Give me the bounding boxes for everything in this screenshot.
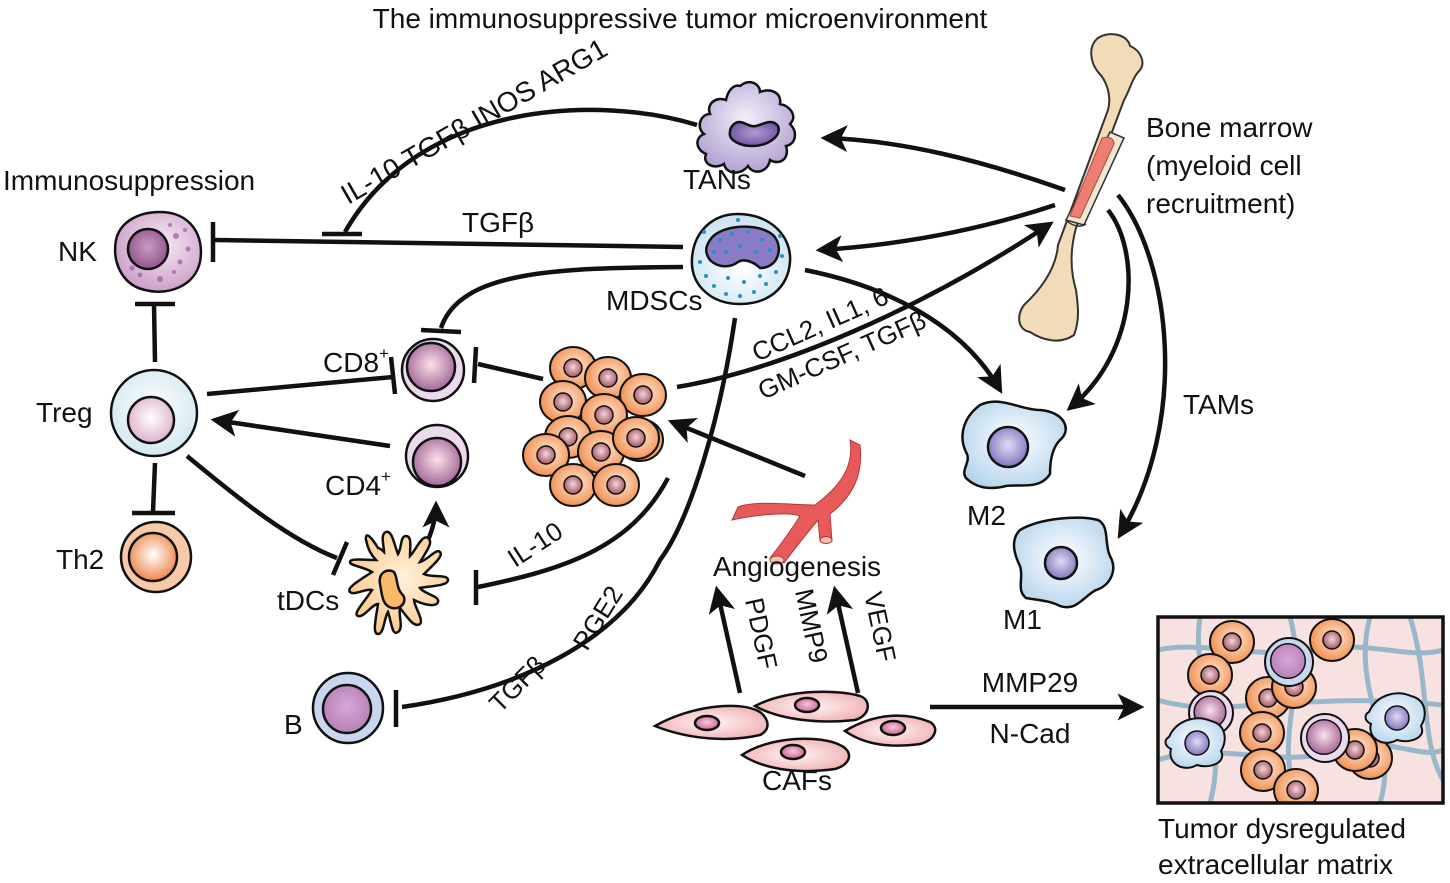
treg-inhibits-nk-line — [151, 303, 158, 363]
treg-inhibits-tdc-bar — [330, 541, 350, 576]
mdsc-cell — [690, 212, 792, 306]
mdsc-inhibits-b-line — [401, 317, 738, 710]
ecm-macrophage — [1364, 692, 1426, 744]
ecm-tumor-cell — [1209, 620, 1255, 664]
ecm-label-line1: Tumor dysregulated — [1158, 813, 1406, 844]
bone-marrow-to-m2-arrow — [1066, 208, 1131, 411]
bone-marrow-to-tans-arrow — [820, 125, 1066, 193]
mdsc-inhibits-cd8-bar — [420, 327, 462, 335]
ecm-cells — [1164, 618, 1426, 803]
connections — [132, 107, 1168, 727]
mmp29-label: MMP29 — [982, 667, 1078, 698]
ncad-label: N-Cad — [990, 718, 1071, 749]
ecm-b-cell — [1264, 637, 1314, 687]
bone-marrow-to-mdscs-arrow — [815, 202, 1056, 263]
tumor-cell — [612, 416, 660, 460]
cd4-to-treg-arrow — [210, 409, 391, 449]
extracellular-matrix-panel — [1156, 615, 1445, 805]
il10-inhibits-tdc-line — [477, 476, 670, 590]
pdgf-label: PDGF — [739, 595, 783, 672]
angiogenesis-to-tumor-arrow — [667, 417, 806, 479]
cd8-text: CD8 — [323, 347, 379, 378]
cd4-label: CD4+ — [325, 467, 391, 501]
mdsc-granules — [698, 218, 784, 298]
ecm-tumor-cell — [1273, 768, 1319, 803]
tan-mediators-label: IL-10 TGFβ INOS ARG1 — [336, 32, 613, 210]
blood-vessel-icon — [731, 439, 862, 565]
ecm-t-cell — [1300, 713, 1350, 763]
pdgf-arrow — [708, 585, 743, 694]
cd8-superscript: + — [379, 344, 389, 363]
tdcs-label: tDCs — [277, 585, 339, 616]
tumor-cell — [592, 463, 640, 507]
treg-label: Treg — [36, 397, 93, 428]
tumor-inhibits-cd8-bar — [471, 346, 479, 384]
tans-label: TANs — [683, 164, 751, 195]
bone-marrow-to-m1-arrow — [1116, 193, 1168, 539]
tan-inhibits-nk-line — [343, 107, 698, 234]
m1-label: M1 — [1003, 604, 1042, 635]
treg-inhibits-th2-line — [150, 462, 158, 513]
tumor-cell — [584, 356, 632, 400]
pge2-label: PGE2 — [567, 580, 629, 655]
tan-cell — [696, 81, 797, 174]
ecm-label-line2: extracellular matrix — [1158, 849, 1393, 880]
bone-marrow-label-line2: (myeloid cell — [1146, 150, 1302, 181]
vegf-arrow — [826, 585, 861, 694]
tumor-cell — [619, 373, 667, 417]
bone-icon — [1018, 33, 1144, 342]
mdsc-to-m2-arrow — [804, 267, 1003, 394]
mdsc-tgfb-label: TGFβ — [462, 207, 534, 238]
m2-macrophage — [961, 400, 1067, 490]
th2-cell — [119, 520, 193, 594]
treg-inhibits-cd8-bar — [388, 356, 398, 395]
angiogenesis-label: Angiogenesis — [713, 551, 881, 582]
ecm-macrophage — [1164, 717, 1226, 769]
ecm-contents — [1158, 617, 1443, 803]
tumor-to-bone-marrow-arrow — [676, 221, 1054, 390]
ecm-tumor-cell — [1239, 711, 1285, 755]
tumor-cluster — [522, 346, 667, 507]
nk-cell — [113, 210, 203, 293]
th2-label: Th2 — [56, 544, 104, 575]
mmp9-label: MMP9 — [789, 586, 834, 666]
m1-macrophage — [1012, 516, 1115, 609]
ecm-tumor-cell — [1240, 748, 1286, 792]
cafs-label: CAFs — [762, 765, 832, 796]
treg-inhibits-tdc-line — [185, 454, 338, 561]
cd8-cell — [400, 337, 466, 403]
cd4-text: CD4 — [325, 470, 381, 501]
mdsc-inhibits-cd8-line — [438, 264, 684, 329]
bone-marrow-label-line1: Bone marrow — [1146, 112, 1313, 143]
immunosuppression-label: Immunosuppression — [3, 165, 255, 196]
cd8-label: CD8+ — [323, 344, 389, 378]
cd4-cell — [404, 423, 470, 489]
treg-cell — [109, 368, 199, 458]
tumor-cell — [580, 393, 628, 437]
tams-label: TAMs — [1183, 389, 1254, 420]
tdc-cell — [348, 530, 450, 636]
nk-label: NK — [58, 236, 97, 267]
mdsc-inhibits-nk-line — [214, 237, 684, 250]
ecm-tumor-cell — [1187, 653, 1233, 697]
b-label: B — [284, 709, 303, 740]
diagram-title: The immunosuppressive tumor microenviron… — [373, 3, 988, 34]
mdscs-label: MDSCs — [606, 285, 702, 316]
caf-cells — [652, 690, 937, 773]
b-cell — [311, 671, 385, 745]
tumor-cell — [522, 433, 570, 477]
treg-inhibits-cd8-line — [206, 374, 394, 397]
bone-marrow-label-line3: recruitment) — [1146, 188, 1295, 219]
tumor-inhibits-cd8-line — [477, 361, 544, 382]
m2-label: M2 — [967, 500, 1006, 531]
ecm-tumor-cell — [1309, 618, 1355, 662]
vegf-label: VEGF — [858, 589, 902, 664]
cd4-superscript: + — [381, 467, 391, 486]
tumor-cell — [549, 463, 597, 507]
